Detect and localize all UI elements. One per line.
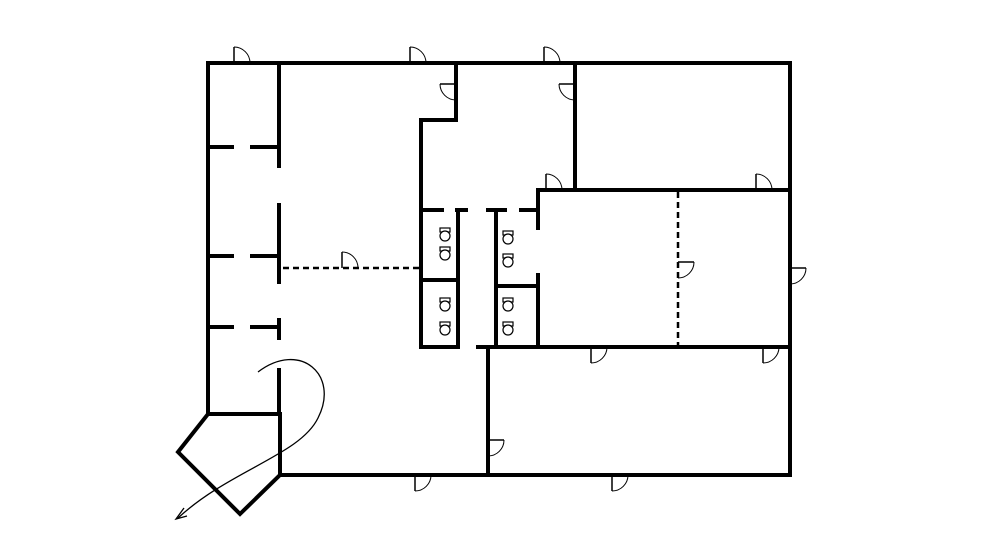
door-swing-icon[interactable] [611, 474, 629, 492]
interior-walls [206, 61, 792, 477]
door-swing-icon[interactable] [755, 173, 773, 191]
door-swing-icon[interactable] [233, 46, 251, 64]
toilet-icon [439, 227, 451, 242]
door-swing-icon[interactable] [487, 439, 505, 457]
door-swing-icon[interactable] [789, 267, 807, 285]
door-swing-icon[interactable] [414, 474, 432, 492]
door-swing-icon[interactable] [762, 346, 780, 364]
toilet-icon [439, 321, 451, 336]
door-swing-icon[interactable] [677, 261, 695, 279]
door-swing-icon[interactable] [545, 173, 563, 191]
vestibule-wall [175, 411, 283, 517]
door-swing-icon[interactable] [341, 251, 359, 269]
door-swing-icon[interactable] [590, 346, 608, 364]
door-swing-icon[interactable] [439, 83, 457, 101]
toilet-icon [439, 297, 451, 312]
toilet-icon [502, 321, 514, 336]
doors [233, 46, 807, 492]
exterior-walls [175, 61, 792, 517]
partitions [283, 192, 680, 345]
exit-route [174, 359, 325, 521]
toilet-icon [502, 253, 514, 268]
door-swing-icon[interactable] [409, 46, 427, 64]
door-swing-icon[interactable] [543, 46, 561, 64]
toilet-icon [502, 297, 514, 312]
door-swing-icon[interactable] [558, 83, 576, 101]
toilet-icon [502, 230, 514, 245]
exit-arrow-icon [174, 507, 188, 521]
fixtures [439, 227, 514, 336]
toilet-icon [439, 246, 451, 261]
